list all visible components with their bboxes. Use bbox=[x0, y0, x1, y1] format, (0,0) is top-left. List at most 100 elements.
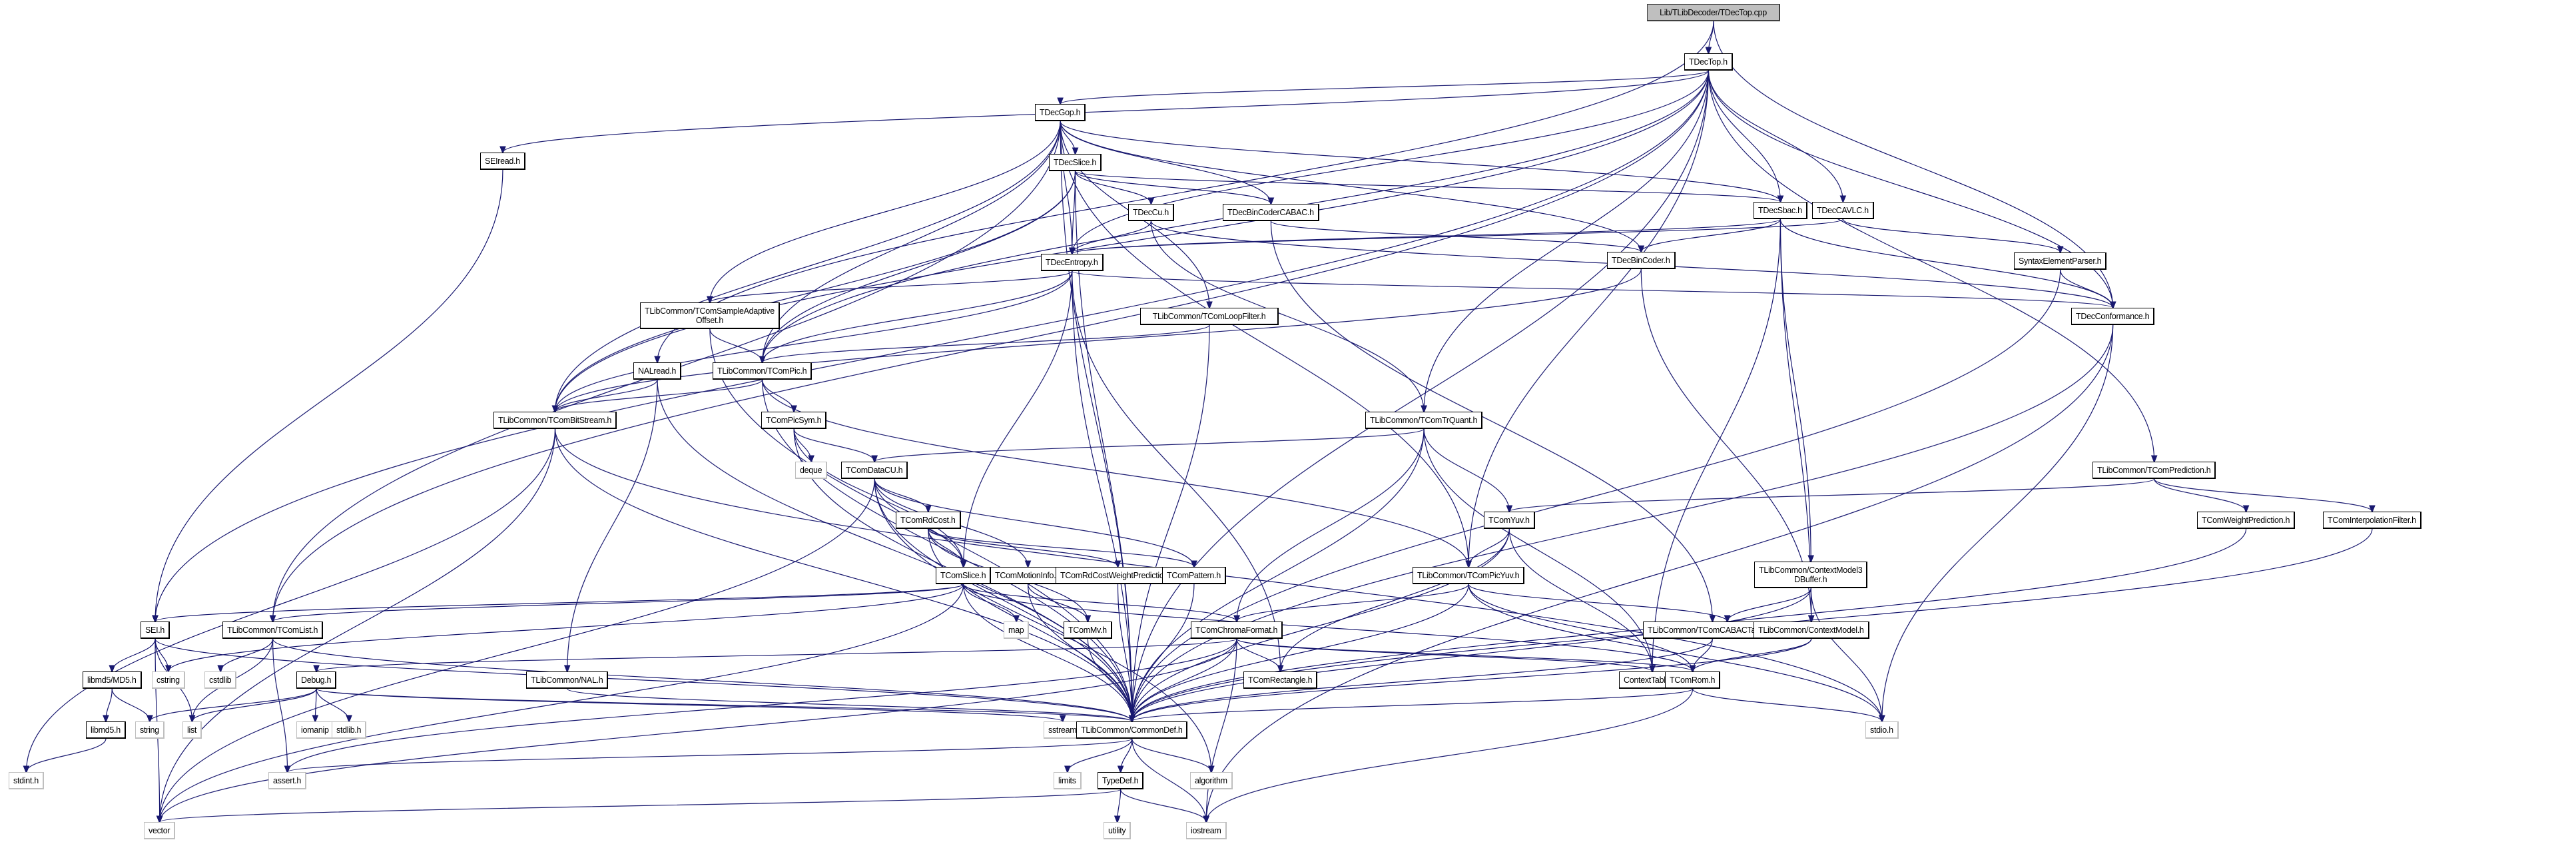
node-sei[interactable]: SEI.h bbox=[141, 622, 170, 639]
node-tcominterpolationfilter[interactable]: TComInterpolationFilter.h bbox=[2323, 512, 2421, 529]
node-tcomlist[interactable]: TLibCommon/TComList.h bbox=[222, 622, 324, 639]
node-debug[interactable]: Debug.h bbox=[296, 671, 337, 689]
edge-tcomyuv-to-commondef bbox=[1132, 528, 1510, 721]
node-tcompicyuv[interactable]: TLibCommon/TComPicYuv.h bbox=[1413, 567, 1525, 584]
node-tcomsao[interactable]: TLibCommon/TComSampleAdaptive Offset.h bbox=[640, 302, 780, 329]
edge-tdecgop-to-tdecbincoder bbox=[1060, 121, 1641, 252]
edge-syntaxelementparser-to-tdecconformance bbox=[2060, 269, 2113, 308]
edge-tcommv-to-commondef bbox=[1087, 638, 1131, 721]
edge-commondef-to-algorithm bbox=[1131, 738, 1211, 772]
edge-contextmodel3dbuffer-to-commondef bbox=[1132, 588, 1811, 721]
edge-tcompicyuv-to-stdio bbox=[1468, 584, 1882, 721]
node-tcomslice[interactable]: TComSlice.h bbox=[936, 567, 992, 584]
node-tcomtrquant[interactable]: TLibCommon/TComTrQuant.h bbox=[1365, 412, 1483, 429]
edge-typedef-to-utility bbox=[1118, 789, 1122, 822]
node-tcomrectangle[interactable]: TComRectangle.h bbox=[1243, 671, 1318, 689]
node-contextmodel[interactable]: TLibCommon/ContextModel.h bbox=[1754, 622, 1869, 639]
edge-tcomsao-to-tcompic bbox=[709, 328, 763, 362]
node-seiread[interactable]: SEIread.h bbox=[480, 153, 525, 170]
edge-tcomslice-to-sei bbox=[155, 584, 964, 622]
node-nalread[interactable]: NALread.h bbox=[633, 362, 682, 380]
node-stdio: stdio.h bbox=[1865, 721, 1899, 739]
edge-tcomlist-to-assert bbox=[272, 638, 288, 772]
node-tcommv[interactable]: TComMv.h bbox=[1064, 622, 1112, 639]
edge-tdecbincoder-to-contextmodel bbox=[1640, 268, 1811, 622]
node-stdlib: stdlib.h bbox=[332, 721, 367, 739]
edge-tcombitstream-to-stdint bbox=[26, 428, 556, 772]
node-tcomprediction[interactable]: TLibCommon/TComPrediction.h bbox=[2093, 462, 2216, 479]
edge-md5-to-libmd5 bbox=[106, 688, 113, 721]
edge-nalread-to-tcombitstream bbox=[555, 379, 658, 412]
node-syntaxelementparser[interactable]: SyntaxElementParser.h bbox=[2014, 252, 2107, 270]
edge-tcomchromaformat-to-vector bbox=[160, 638, 1237, 822]
node-typedef[interactable]: TypeDef.h bbox=[1098, 772, 1144, 789]
node-map: map bbox=[1004, 622, 1030, 639]
node-tcomrom[interactable]: TComRom.h bbox=[1665, 671, 1721, 689]
node-iomanip: iomanip bbox=[296, 721, 334, 739]
node-tcomdatacu[interactable]: TComDataCU.h bbox=[841, 462, 908, 479]
node-libmd5[interactable]: libmd5.h bbox=[86, 721, 126, 739]
edge-contextmodel-to-tcomrom bbox=[1693, 638, 1812, 671]
edge-tcompicyuv-to-tcomrom bbox=[1468, 584, 1692, 671]
edge-tcomchromaformat-to-tcomrectangle bbox=[1236, 638, 1281, 671]
node-tdecgop[interactable]: TDecGop.h bbox=[1035, 104, 1086, 121]
node-tdectop[interactable]: TDecTop.h bbox=[1684, 53, 1733, 71]
node-tcomyuv[interactable]: TComYuv.h bbox=[1484, 512, 1535, 529]
node-contextmodel3dbuffer[interactable]: TLibCommon/ContextModel3 DBuffer.h bbox=[1754, 562, 1868, 588]
node-list: list bbox=[182, 721, 202, 739]
edge-tdecgop-to-tcomsao bbox=[710, 121, 1061, 302]
node-deque: deque bbox=[795, 462, 828, 479]
edge-tdectop-to-tdecsbac bbox=[1708, 70, 1780, 202]
node-tcombitstream[interactable]: TLibCommon/TComBitStream.h bbox=[493, 412, 617, 429]
edge-tdecslice-to-tcombitstream bbox=[555, 171, 1076, 412]
node-tdeccu[interactable]: TDecCu.h bbox=[1128, 204, 1174, 221]
node-algorithm: algorithm bbox=[1190, 772, 1233, 789]
edge-tdecgop-to-tcompicyuv bbox=[1060, 121, 1468, 567]
node-root[interactable]: Lib/TLibDecoder/TDecTop.cpp bbox=[1647, 4, 1780, 21]
edge-tdecconformance-to-stdio bbox=[1882, 324, 2114, 721]
edge-tcomrdcostwp-to-commondef bbox=[1117, 584, 1132, 721]
edge-libmd5-to-stdint bbox=[26, 738, 107, 772]
edge-tcompic-to-tcombitstream bbox=[555, 379, 763, 412]
edge-tcommotioninfo-to-tcommv bbox=[1027, 584, 1088, 622]
edge-tdectop-to-tcombitstream bbox=[555, 70, 1709, 412]
node-tcompicsym[interactable]: TComPicSym.h bbox=[761, 412, 827, 429]
edge-seiread-to-sei bbox=[155, 169, 503, 622]
edge-tcomchromaformat-to-assert bbox=[288, 638, 1237, 772]
node-limits: limits bbox=[1054, 772, 1082, 789]
edge-tdecgop-to-tdecsbac bbox=[1060, 121, 1780, 202]
node-tcomrdcostwp[interactable]: TComRdCostWeightPrediction.h bbox=[1056, 567, 1180, 584]
node-tcompattern[interactable]: TComPattern.h bbox=[1162, 567, 1226, 584]
edge-tcomslice-to-tcomlist bbox=[273, 584, 964, 622]
edge-tdectop-to-tdecgop bbox=[1060, 70, 1709, 104]
edge-tcomdatacu-to-vector bbox=[160, 478, 875, 822]
node-tcomchromaformat[interactable]: TComChromaFormat.h bbox=[1191, 622, 1283, 639]
edge-md5-to-string bbox=[111, 688, 150, 721]
edge-tcombitstream-to-vector bbox=[160, 428, 556, 822]
edge-tcomprediction-to-tcominterpolationfilter bbox=[2154, 478, 2372, 512]
node-tdeccavlc[interactable]: TDecCAVLC.h bbox=[1812, 202, 1874, 219]
node-md5[interactable]: libmd5/MD5.h bbox=[83, 671, 142, 689]
node-tcomrdcost[interactable]: TComRdCost.h bbox=[896, 512, 961, 529]
edge-tcompicyuv-to-commondef bbox=[1132, 584, 1469, 721]
node-commondef[interactable]: TLibCommon/CommonDef.h bbox=[1076, 721, 1188, 739]
node-sstream: sstream bbox=[1044, 721, 1082, 739]
node-tdecconformance[interactable]: TDecConformance.h bbox=[2071, 308, 2155, 325]
node-tcomweightprediction[interactable]: TComWeightPrediction.h bbox=[2197, 512, 2296, 529]
node-tcommotioninfo[interactable]: TComMotionInfo.h bbox=[990, 567, 1066, 584]
node-tdecbincodercabac[interactable]: TDecBinCoderCABAC.h bbox=[1223, 204, 1319, 221]
node-nal[interactable]: TLibCommon/NAL.h bbox=[526, 671, 609, 689]
node-tdecbincoder[interactable]: TDecBinCoder.h bbox=[1607, 252, 1676, 269]
edge-tdectop-to-seiread bbox=[503, 70, 1709, 153]
node-tdecentropy[interactable]: TDecEntropy.h bbox=[1041, 254, 1104, 271]
node-tcompic[interactable]: TLibCommon/TComPic.h bbox=[713, 362, 812, 380]
node-tcomloopfilter[interactable]: TLibCommon/TComLoopFilter.h bbox=[1140, 308, 1279, 325]
edge-tdecslice-to-tdecsbac bbox=[1074, 171, 1781, 202]
node-tdecsbac[interactable]: TDecSbac.h bbox=[1754, 202, 1807, 219]
node-assert: assert.h bbox=[268, 772, 307, 789]
node-vector: vector bbox=[144, 822, 176, 839]
edge-contextmodel3dbuffer-to-memory bbox=[1728, 588, 1811, 622]
node-tdecslice[interactable]: TDecSlice.h bbox=[1049, 154, 1102, 171]
